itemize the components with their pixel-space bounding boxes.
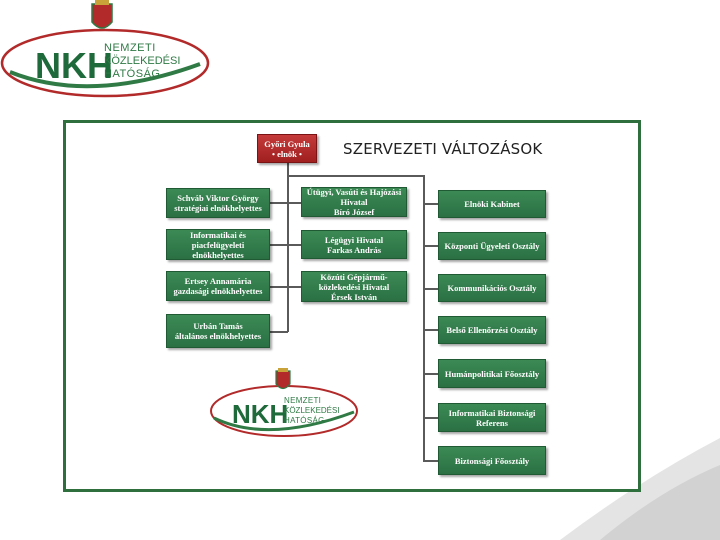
node-text: Központi Ügyeleti Osztály: [444, 241, 540, 251]
org-node-department: Központi Ügyeleti Osztály: [438, 232, 546, 260]
connector-dept-7: [424, 460, 438, 462]
node-text: stratégiai elnökhelyettes: [174, 203, 262, 213]
node-text: Bíró József: [333, 207, 375, 217]
node-text: Informatikai Biztonsági: [448, 407, 536, 418]
chart-title: SZERVEZETI VÁLTOZÁSOK: [343, 140, 543, 158]
org-node-department: Humánpolitikai Főosztály: [438, 359, 546, 388]
node-text: Referens: [476, 417, 508, 428]
org-node-deputy: Urbán Tamás általános elnökhelyettes: [166, 314, 270, 348]
logo-mark: NKH: [232, 399, 288, 429]
connector-dept-4: [424, 329, 438, 331]
nkh-logo-center: NKH NEMZETI KÖZLEKEDÉSI HATÓSÁG: [210, 368, 358, 437]
logo-text-3: HATÓSÁG: [284, 416, 325, 425]
org-node-department: Belső Ellenőrzési Osztály: [438, 316, 546, 344]
node-text: Útügyi, Vasúti és Hajózási: [306, 187, 402, 197]
connector-dept-5: [424, 373, 438, 375]
node-text: általános elnökhelyettes: [174, 331, 262, 341]
connector-deputy-4: [270, 331, 288, 333]
node-text: Érsek István: [330, 291, 378, 302]
connector-office-2: [287, 244, 301, 246]
connector-top-horizontal: [287, 175, 424, 177]
org-node-office: Közúti Gépjármű- közlekedési Hivatal Érs…: [301, 271, 407, 302]
org-node-deputy: Ertsey Annamária gazdasági elnökhelyette…: [166, 271, 270, 301]
node-text: Informatikai és: [190, 229, 246, 240]
connector-dept-1: [424, 203, 438, 205]
org-node-head: Győri Gyula • elnök •: [257, 134, 317, 163]
connector-dept-2: [424, 245, 438, 247]
org-node-department: Biztonsági Főosztály: [438, 446, 546, 475]
node-text: Belső Ellenőrzési Osztály: [446, 325, 538, 335]
connector-deputy-1: [270, 202, 288, 204]
org-node-office: Légügyi Hivatal Farkas András: [301, 230, 407, 259]
node-text: Ertsey Annamária: [184, 276, 252, 286]
connector-office-1: [287, 202, 301, 204]
node-text: piacfelügyeleti: [191, 239, 245, 250]
coat-of-arms-icon: [91, 3, 113, 29]
org-node-department: Informatikai Biztonsági Referens: [438, 403, 546, 432]
node-text: • elnök •: [271, 148, 303, 159]
node-text: Kommunikációs Osztály: [447, 283, 537, 293]
coat-of-arms-icon: [275, 370, 291, 390]
node-text: Győri Gyula: [264, 138, 310, 149]
logo-text-2: KÖZLEKEDÉSI: [284, 406, 340, 415]
connector-right-vertical: [423, 175, 425, 462]
connector-main-vertical: [287, 162, 289, 332]
node-text: Közúti Gépjármű-: [320, 271, 388, 282]
connector-deputy-2: [270, 244, 288, 246]
logo-mark: NKH: [35, 45, 113, 86]
connector-office-3: [287, 286, 301, 288]
org-node-department: Kommunikációs Osztály: [438, 274, 546, 302]
node-text: elnökhelyettes: [192, 249, 244, 260]
logo-text-2: KÖZLEKEDÉSI: [104, 54, 180, 67]
node-text: közlekedési Hivatal: [318, 281, 390, 292]
logo-text-1: NEMZETI: [284, 396, 321, 405]
node-text: gazdasági elnökhelyettes: [173, 286, 263, 296]
org-node-deputy: Informatikai és piacfelügyeleti elnökhel…: [166, 229, 270, 260]
org-node-deputy: Schváb Viktor György stratégiai elnökhel…: [166, 188, 270, 218]
logo-text-1: NEMZETI: [104, 42, 156, 54]
connector-dept-6: [424, 417, 438, 419]
node-text: Elnöki Kabinet: [464, 199, 520, 209]
node-text: Hivatal: [340, 197, 368, 207]
connector-deputy-3: [270, 286, 288, 288]
org-node-department: Elnöki Kabinet: [438, 190, 546, 218]
node-text: Biztonsági Főosztály: [454, 455, 530, 466]
logo-text-3: HATÓSÁG: [104, 67, 160, 80]
node-text: Urbán Tamás: [193, 321, 243, 331]
node-text: Légügyi Hivatal: [324, 234, 384, 245]
connector-dept-3: [424, 288, 438, 290]
node-text: Schváb Viktor György: [177, 193, 259, 203]
org-node-office: Útügyi, Vasúti és Hajózási Hivatal Bíró …: [301, 187, 407, 217]
node-text: Humánpolitikai Főosztály: [444, 368, 540, 379]
nkh-logo: NKH NEMZETI KÖZLEKEDÉSI HATÓSÁG: [0, 0, 210, 98]
node-text: Farkas András: [326, 244, 382, 255]
